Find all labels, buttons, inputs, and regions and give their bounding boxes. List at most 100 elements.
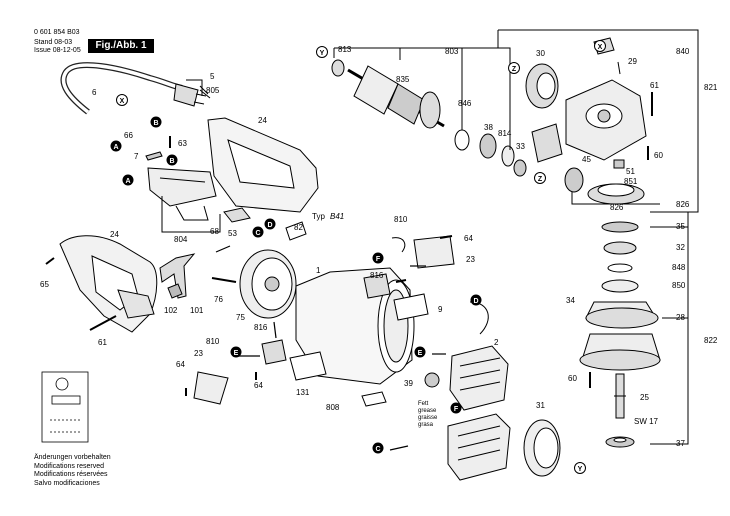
gear-33 [513,159,527,177]
marker-letter: C [375,446,380,453]
part-label: 31 [536,401,545,410]
part-number: 0 601 854 B03 [34,29,80,36]
marker-letter: D [267,222,272,229]
part-label: 64 [254,381,263,390]
gear-39 [424,372,440,388]
footer-line: Salvo modificaciones [34,479,100,487]
ring-846 [454,129,470,151]
part-label: 808 [326,403,340,412]
sleeve-82 [285,221,307,241]
figure-label: Fig./Abb. 1 [88,39,154,53]
footer-line: Änderungen vorbehalten [34,454,111,461]
part-label: 813 [338,45,352,54]
label-9 [393,293,429,321]
part-label: 65 [40,280,49,289]
grease-line: graisse [418,415,438,421]
bracket-822 [650,212,689,445]
type-designation: Typ B41 [312,212,344,221]
capacitor-23 [413,235,455,269]
switch-assembly [147,167,217,207]
nut-37 [605,436,635,448]
marker-letter: Z [538,176,543,183]
marker-letter: Y [578,466,583,473]
part-label: 32 [676,243,685,252]
switch-slider [223,207,251,223]
marker-a: A [110,140,122,152]
bracket-805 [186,79,203,96]
part-label: 24 [110,230,119,239]
footer-line: Modifications réservées [34,471,108,478]
part-label: 9 [438,305,443,314]
part-label: 6 [92,88,97,97]
part-label: 102 [164,306,178,315]
circlip-848 [607,263,633,273]
part-label: 35 [676,222,685,231]
part-label: 816 [254,323,268,332]
part-label: 848 [672,263,686,272]
marker-a2: A [122,174,134,186]
grease-line: grease [418,408,437,414]
part-label: 38 [484,123,493,132]
bracket-826 [571,192,660,205]
spindle-flange-822 [579,333,661,371]
gear-housing-821 [565,79,647,161]
brake-plate [531,123,563,163]
marker-letter: E [418,350,423,357]
marker-f-top: F [372,252,384,264]
ring-35 [601,221,639,233]
part-label: 814 [498,129,512,138]
part-label: 826 [676,200,690,209]
part-label: 28 [676,313,685,322]
stand-label: Stand 08-03 [34,39,72,47]
stand-value: 08-03 [54,39,73,46]
part-label: 45 [582,155,591,164]
marker-letter: C [255,230,260,237]
part-label: 39 [404,379,413,388]
wrench-size-label: SW 17 [634,417,659,426]
marker-y-bottom: Y [574,462,586,474]
part-label: 816 [370,271,384,280]
part-label: 53 [228,229,237,238]
bearing-flange-28 [585,301,659,329]
marker-z-mid: Z [534,172,546,184]
marker-d-right: D [470,294,482,306]
bearing-38 [479,133,497,159]
marker-f-bottom: F [450,402,462,414]
part-label: 101 [190,306,204,315]
connection-markers: X B A B A C D F E D E C F Y Z Z Y X [110,40,606,474]
part-label: 810 [206,337,220,346]
part-label: 851 [624,177,638,186]
marker-letter: A [113,144,118,151]
part-label: 804 [174,235,188,244]
marker-letter: B [169,158,174,165]
marker-letter: Z [512,66,517,73]
part-label: 846 [458,99,472,108]
marker-letter: F [454,406,459,413]
part-label: 33 [516,142,525,151]
part-label: 23 [466,255,475,264]
part-label: 810 [394,215,408,224]
marker-x-right: X [594,40,606,52]
part-label: 76 [214,295,223,304]
marker-letter: E [234,350,239,357]
issue-label-text: Issue [34,47,51,54]
part-label: 826 [610,203,624,212]
part-label: 60 [654,151,663,160]
part-label: 822 [704,336,718,345]
part-label: 61 [650,81,659,90]
wiring-schematic [41,371,89,443]
marker-e-left: E [230,346,242,358]
grease-line: Fett [418,401,429,407]
flange-31 [523,419,561,477]
part-label: 805 [206,86,220,95]
issue-label: Issue 08-12-05 [34,47,81,55]
bearing-813 [331,59,345,77]
footer-line: Modifications reserved [34,462,105,470]
label-808 [361,391,387,407]
part-label: 30 [536,49,545,58]
marker-x-top: X [116,94,128,106]
marker-letter: X [598,44,603,51]
pinion-45 [564,167,584,193]
marker-letter: B [153,120,158,127]
